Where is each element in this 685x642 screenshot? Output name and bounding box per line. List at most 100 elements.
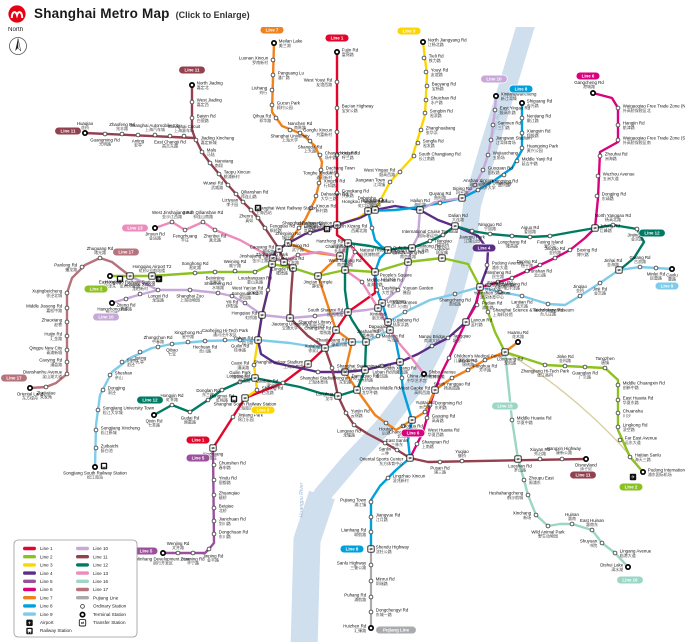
svg-text:Line 10: Line 10 [98,315,114,320]
transfer-station [344,308,352,316]
svg-text:Huijin Rd: Huijin Rd [44,332,62,337]
svg-text:Qixin Rd: Qixin Rd [146,419,163,424]
svg-text:⇄: ⇄ [503,349,507,354]
svg-text:世博大道: 世博大道 [429,373,445,379]
svg-text:嘉松中路: 嘉松中路 [46,307,62,313]
svg-text:上海游泳馆: 上海游泳馆 [337,367,357,373]
ordinary-station [482,357,488,363]
svg-text:Panguang Lu: Panguang Lu [278,71,305,76]
svg-text:Middle Chuangxin Rd: Middle Chuangxin Rd [623,381,666,386]
svg-text:Pujiang Line: Pujiang Line [383,628,410,633]
svg-text:五角场: 五角场 [493,154,505,160]
transfer-station [258,311,266,319]
svg-text:Zhongtan Rd: Zhongtan Rd [297,221,323,226]
legend-swatch [23,604,36,608]
svg-text:源深体育中心: 源深体育中心 [480,294,504,300]
svg-text:金桥: 金桥 [576,287,584,293]
svg-text:顾村公园: 顾村公园 [277,104,293,110]
svg-text:Middle Jiasong Rd: Middle Jiasong Rd [26,304,63,309]
svg-text:李子园: 李子园 [226,201,238,207]
svg-text:真如: 真如 [245,217,253,223]
ordinary-station [175,550,181,556]
svg-text:East Changji Rd: East Changji Rd [154,140,186,145]
svg-text:港城路: 港城路 [583,83,595,89]
svg-text:宁国路: 宁国路 [484,225,496,231]
line-badge-12: Line 12 [638,228,666,238]
ordinary-station [352,249,358,255]
svg-text:九亭: 九亭 [136,359,144,365]
svg-text:Lingkong Rd: Lingkong Rd [623,423,648,428]
svg-text:Gudai Rd: Gudai Rd [181,416,200,421]
svg-text:⇄: ⇄ [323,345,327,350]
line-badge-1: Line 1 [324,33,350,43]
legend-box [13,539,138,638]
ordinary-station [211,492,217,498]
svg-text:上海体育馆: 上海体育馆 [283,363,303,369]
svg-text:Jiangpu Park: Jiangpu Park [459,235,485,240]
ordinary-station [449,375,455,381]
svg-text:Youyi Rd: Youyi Rd [431,68,449,73]
transfer-station [148,272,156,280]
svg-text:淞虹路: 淞虹路 [189,264,201,270]
svg-text:West Yingao Rd: West Yingao Rd [364,168,396,173]
svg-text:Tangzhen: Tangzhen [595,356,615,361]
svg-text:Caoying Rd: Caoying Rd [39,358,62,363]
ordinary-station [542,362,548,368]
svg-text:Nanchen Rd: Nanchen Rd [288,121,313,126]
ordinary-station [119,359,125,365]
svg-text:嘉定新城: 嘉定新城 [201,139,217,145]
transfer-station [286,314,294,322]
svg-text:上海汽车城: 上海汽车城 [145,126,165,132]
ordinary-station [230,414,236,420]
svg-text:南京西路: 南京西路 [337,261,353,267]
svg-text:殷高西路: 殷高西路 [379,171,395,177]
transfer-station [476,283,484,291]
ordinary-station [368,514,374,520]
svg-text:North Xizang Rd: North Xizang Rd [335,224,368,229]
ordinary-station [270,57,276,63]
svg-text:Dongjing: Dongjing [108,386,126,391]
ordinary-station [273,115,279,121]
ordinary-station [334,172,340,178]
svg-text:Shanghai Stadium: Shanghai Stadium [300,376,336,381]
transfer-station [336,252,344,260]
ordinary-station [216,171,222,177]
svg-text:桃浦新村: 桃浦新村 [224,173,240,179]
line-badge-3: Line 3 [250,405,276,415]
svg-text:上海西站: 上海西站 [256,209,272,215]
svg-text:新场: 新场 [523,514,531,520]
svg-text:Dishui Lake: Dishui Lake [600,563,623,568]
ordinary-station [634,226,640,232]
line-path-11 [84,131,587,464]
svg-text:台儿庄路: 台儿庄路 [540,311,556,317]
ordinary-station [615,122,621,128]
svg-text:真北路: 真北路 [209,237,221,243]
svg-text:Zhenping Rd: Zhenping Rd [275,231,301,236]
svg-text:Line 4: Line 4 [478,246,491,251]
ordinary-station [615,137,621,143]
svg-text:⇄: ⇄ [388,327,392,332]
line-badge-8: Line 8 [339,544,365,554]
transfer-station [284,239,292,247]
legend-swatch [76,571,89,575]
svg-text:交通大学: 交通大学 [282,325,298,331]
